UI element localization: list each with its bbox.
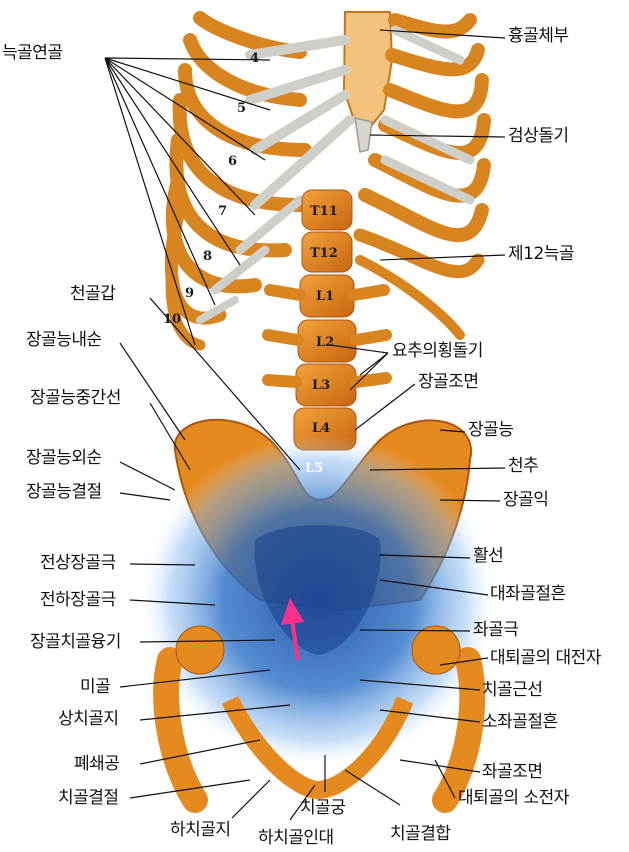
label-iliac-tubercle: 장골능결절: [26, 484, 102, 501]
label-pubic-arch: 치골궁: [300, 800, 345, 817]
vertebra-label: L3: [312, 378, 330, 393]
label-greater-trochanter: 대퇴골의 대전자: [490, 650, 601, 667]
vertebra-label: L4: [312, 421, 330, 436]
label-aiis: 전하장골극: [40, 592, 116, 609]
label-iliac-outer-lip: 장골능외순: [26, 450, 102, 467]
label-iliac-intermediate: 장골능중간선: [30, 390, 121, 407]
label-lesser-sciatic-notch: 소좌골절흔: [482, 714, 558, 731]
rib-number: 10: [163, 312, 181, 327]
vertebra-label: L1: [316, 289, 334, 304]
label-pubic-tubercle: 치골결절: [58, 790, 119, 807]
label-arcuate-line: 활선: [473, 548, 503, 565]
rib-number: 6: [228, 154, 237, 169]
vertebra-label: L5: [305, 461, 323, 476]
label-iliac-wing: 장골익: [503, 492, 548, 509]
label-costal-cartilage: 늑골연골: [2, 45, 63, 62]
label-ischial-tuberosity: 좌골조면: [482, 764, 543, 781]
label-inferior-pubic-ligament: 하치골인대: [258, 830, 334, 847]
label-greater-sciatic-notch: 대좌골절흔: [490, 586, 566, 603]
label-sacrum: 천추: [508, 458, 538, 475]
label-obturator-foramen: 폐쇄공: [74, 756, 119, 773]
label-ischial-spine: 좌골극: [473, 622, 518, 639]
label-auricular-surface: 장골조면: [418, 374, 479, 391]
label-iliopubic-eminence: 장골치골융기: [30, 634, 121, 651]
label-pubic-symphysis: 치골결합: [390, 826, 451, 843]
rib-number: 7: [218, 204, 227, 219]
label-coccyx: 미골: [80, 679, 110, 696]
vertebra-label: T12: [310, 246, 338, 261]
vertebra-label: L2: [316, 335, 334, 350]
pelvis: [143, 420, 493, 800]
rib-number: 5: [237, 101, 246, 116]
label-xiphoid-process: 검상돌기: [508, 128, 569, 145]
label-lesser-trochanter: 대퇴골의 소전자: [458, 790, 569, 807]
label-rib-12: 제12늑골: [508, 246, 574, 263]
rib-number: 8: [203, 249, 212, 264]
rib-number: 9: [185, 286, 194, 301]
vertebra-label: T11: [310, 204, 338, 219]
label-pecten-pubis: 치골근선: [482, 682, 543, 699]
label-inferior-pubic-ramus: 하치골지: [170, 822, 231, 839]
rib-number: 4: [250, 51, 259, 66]
label-sternum-body: 흉골체부: [508, 28, 569, 45]
label-iliac-inner-lip: 장골능내순: [26, 332, 102, 349]
label-iliac-crest: 천골갑: [70, 286, 115, 303]
label-iliac-crest-right: 장골능: [468, 422, 513, 439]
label-asis: 전상장골극: [40, 555, 116, 572]
label-lumbar-transverse: 요추의횡돌기: [392, 343, 483, 360]
spine: [268, 190, 386, 450]
label-superior-pubic-ramus: 상치골지: [58, 711, 119, 728]
